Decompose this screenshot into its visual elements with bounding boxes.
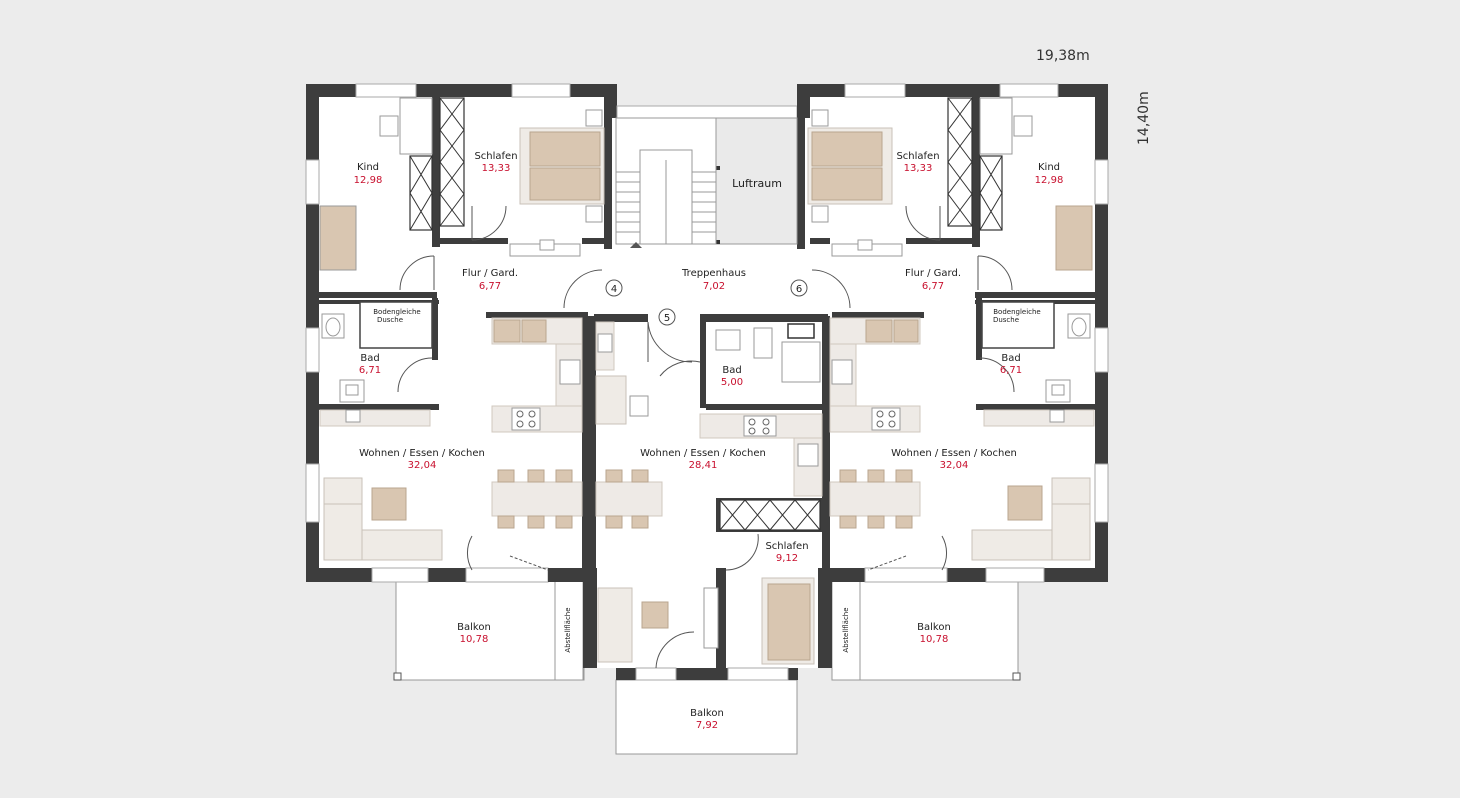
room-schlafen-mid-area: 9,12 [776,553,798,564]
room-treppenhaus-area: 7,02 [703,281,725,292]
room-balkon-mid-name: Balkon [690,708,724,719]
furniture-right-apartment [807,97,1095,561]
room-balkon-left-name: Balkon [457,622,491,633]
room-bad-left-area: 6,71 [359,365,381,376]
depth-dimension: 14,40m [1136,91,1152,145]
room-balkon-right-name: Balkon [917,622,951,633]
apartment-numbers: 4 5 6 [605,279,808,326]
room-flur-right-name: Flur / Gard. [905,268,961,279]
room-flur-left-name: Flur / Gard. [462,268,518,279]
room-balkon-left-area: 10,78 [460,634,489,645]
room-kind-left-name: Kind [357,162,379,173]
apartment-number-5: 5 [664,313,670,324]
room-bad-left-name: Bad [360,353,379,364]
room-bad-mid-area: 5,00 [721,377,743,388]
room-schlafen-right-name: Schlafen [896,151,939,162]
room-bad-mid-name: Bad [722,365,741,376]
room-schlafen-left-name: Schlafen [474,151,517,162]
room-bad-right-area: 6,71 [1000,365,1022,376]
balcony-left [395,579,585,681]
dusche-left-line2: Dusche [377,316,403,324]
room-wohnen-left-area: 32,04 [408,460,437,471]
room-luftraum-name: Luftraum [732,177,782,190]
room-balkon-right-area: 10,78 [920,634,949,645]
staircase [615,117,798,248]
dusche-left-line1: Bodengleiche [373,308,421,316]
room-treppenhaus-name: Treppenhaus [681,268,746,279]
dusche-right-line1: Bodengleiche [993,308,1041,316]
apartment-number-6: 6 [796,284,802,295]
abstell-right-label: Abstellfläche [842,607,850,652]
room-flur-right-area: 6,77 [922,281,944,292]
apartment-number-4: 4 [611,284,617,295]
room-labels: Kind 12,98 Schlafen 13,33 Luftraum Schla… [354,151,1064,731]
room-schlafen-right-area: 13,33 [904,163,933,174]
room-flur-left-area: 6,77 [479,281,501,292]
furniture-left-apartment [319,97,605,561]
abstell-left-label: Abstellfläche [564,607,572,652]
room-balkon-mid-area: 7,92 [696,720,718,731]
room-wohnen-right-name: Wohnen / Essen / Kochen [891,448,1017,459]
doors [397,205,1015,669]
room-kind-right-area: 12,98 [1035,175,1064,186]
room-kind-left-area: 12,98 [354,175,383,186]
room-wohnen-mid-name: Wohnen / Essen / Kochen [640,448,766,459]
room-schlafen-mid-name: Schlafen [765,541,808,552]
room-wohnen-mid-area: 28,41 [689,460,718,471]
dusche-right-line2: Dusche [993,316,1019,324]
luftraum-area [715,117,798,245]
balcony-right [859,579,1019,681]
room-wohnen-right-area: 32,04 [940,460,969,471]
room-bad-right-name: Bad [1001,353,1020,364]
storage-right [831,579,861,681]
room-schlafen-left-area: 13,33 [482,163,511,174]
room-wohnen-left-name: Wohnen / Essen / Kochen [359,448,485,459]
width-dimension: 19,38m [1036,48,1090,64]
room-kind-right-name: Kind [1038,162,1060,173]
furniture-middle-apartment [595,321,823,665]
